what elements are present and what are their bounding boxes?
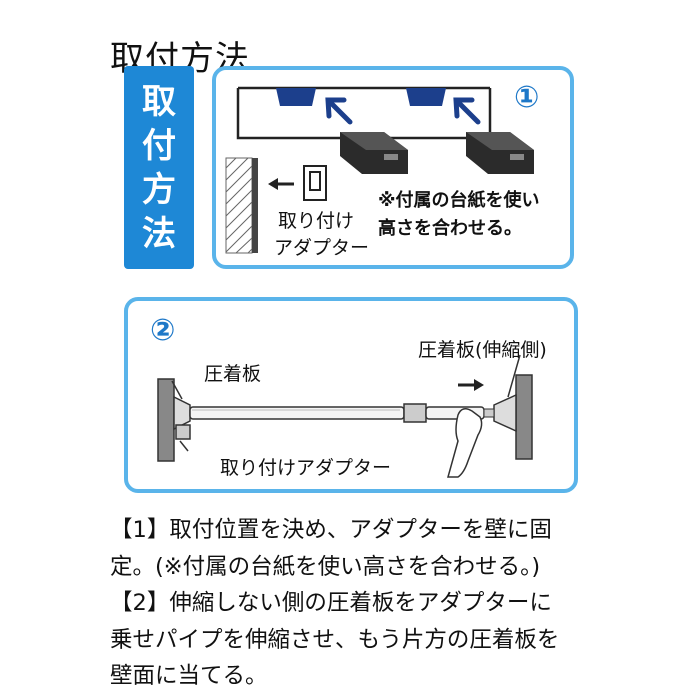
- adapter-label: 取り付けアダプター: [220, 457, 392, 479]
- step-1-number: ①: [514, 80, 540, 115]
- section-tab-char: 取: [142, 82, 176, 122]
- adapter-piece: [175, 424, 191, 440]
- adapter-block-left: [340, 132, 408, 174]
- arrow-up-left-icon: [453, 97, 481, 125]
- section-tab-char: 法: [142, 214, 176, 254]
- pipe-collar: [403, 403, 427, 423]
- step-1-panel: ① 取り付け アダプター ※付属の台紙を使い 高さを合わせる。: [212, 66, 574, 269]
- instruction-line: 【1】取付位置を決め、アダプターを壁に固: [110, 517, 552, 543]
- instruction-line: 乗せパイプを伸縮させ、もう片方の圧着板を: [110, 626, 560, 653]
- rail-outline: [236, 88, 492, 140]
- pressure-plate-label: 圧着板: [204, 363, 262, 385]
- section-tab-char: 方: [142, 170, 176, 210]
- arrow-left-icon: [268, 178, 294, 190]
- pressure-plate-extension-label: 圧着板(伸縮側): [418, 339, 547, 361]
- note-text: 高さを合わせる。: [378, 218, 522, 239]
- arrow-up-left-icon: [325, 97, 353, 125]
- instruction-line: 【2】伸縮しない側の圧着板をアダプターに: [110, 590, 552, 616]
- mark-left: [276, 88, 316, 106]
- adapter-label: アダプター: [274, 237, 370, 259]
- instruction-line: 定。(※付属の台紙を使い高さを合わせる。): [110, 553, 541, 580]
- instruction-line: 壁面に当てる。: [110, 663, 268, 689]
- step-2-illustration: [157, 354, 533, 478]
- instructions: 【1】取付位置を決め、アダプターを壁に固 定。(※付属の台紙を使い高さを合わせる…: [110, 512, 690, 695]
- adapter-label: 取り付け: [278, 210, 355, 232]
- section-tab-char: 付: [142, 126, 176, 166]
- left-wall: [157, 378, 175, 462]
- pipe: [189, 406, 405, 420]
- step-2-panel: ② 圧着板 圧着板(伸縮側) 取り付けアダプター: [124, 297, 578, 493]
- hand: [447, 408, 483, 478]
- right-wall: [515, 374, 533, 460]
- adapter-small-icon: [303, 165, 327, 201]
- arrow-right-icon: [458, 379, 484, 391]
- section-tab: 取 付 方 法: [124, 66, 194, 269]
- note-text: ※付属の台紙を使い: [378, 190, 540, 211]
- adapter-block-right: [466, 132, 534, 174]
- mark-right: [406, 88, 446, 106]
- right-pressure-plate: [493, 393, 517, 433]
- step-1-illustration: [225, 86, 534, 254]
- left-pressure-plate: [173, 395, 191, 431]
- wall-hatch: [225, 157, 258, 254]
- step-2-number: ②: [150, 313, 176, 348]
